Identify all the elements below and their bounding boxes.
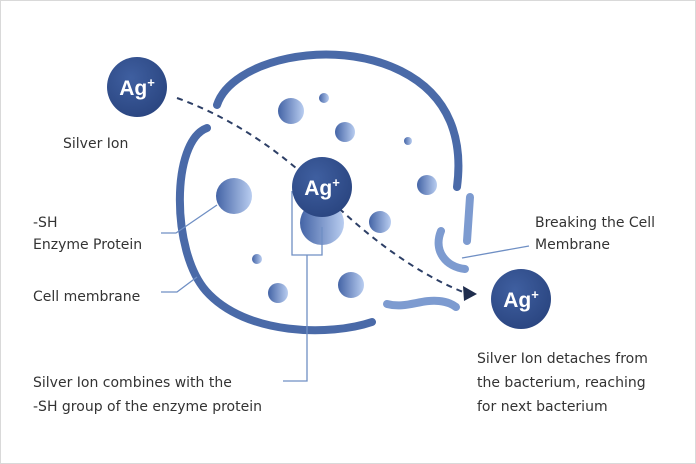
label-sh: -SH xyxy=(33,215,58,231)
membrane-fragment xyxy=(463,193,474,245)
particle xyxy=(319,93,329,103)
sh-enzyme-protein xyxy=(216,178,252,214)
label-combines-2: -SH group of the enzyme protein xyxy=(33,399,262,415)
label-breaking-1: Breaking the Cell xyxy=(535,215,656,231)
particle xyxy=(268,283,288,303)
silver-ion-detached: Ag+ xyxy=(491,269,551,329)
label-breaking-2: Membrane xyxy=(535,237,611,253)
particle xyxy=(417,175,437,195)
leader-sh xyxy=(161,204,218,234)
silver-ion-outside: Ag+ xyxy=(107,57,167,117)
ion-path-dashed xyxy=(176,97,464,293)
label-detaches-2: the bacterium, reaching xyxy=(477,375,646,391)
arrowhead-icon xyxy=(463,286,477,301)
bracket-combines xyxy=(283,191,323,382)
particle xyxy=(369,211,391,233)
label-detaches-3: for next bacterium xyxy=(477,399,608,415)
leader-lines xyxy=(161,191,530,382)
particle xyxy=(338,272,364,298)
particle xyxy=(335,122,355,142)
label-combines-1: Silver Ion combines with the xyxy=(33,375,232,391)
cell-membrane-lower-arc xyxy=(175,124,376,335)
particle xyxy=(278,98,304,124)
membrane-fragment xyxy=(383,296,460,311)
label-silver-ion: Silver Ion xyxy=(63,136,129,152)
leader-membrane xyxy=(161,276,198,293)
leader-breaking xyxy=(461,245,530,259)
label-detaches-1: Silver Ion detaches from xyxy=(477,351,648,367)
label-cell-membrane: Cell membrane xyxy=(33,289,141,305)
svg-text:Ag+: Ag+ xyxy=(503,287,539,312)
silver-ion-bound: Ag+ xyxy=(292,157,352,217)
svg-text:Ag+: Ag+ xyxy=(304,175,340,200)
label-enzyme-protein: Enzyme Protein xyxy=(33,237,143,253)
membrane-fragment xyxy=(434,227,469,273)
particle xyxy=(404,137,412,145)
cell-membrane-upper-arc xyxy=(213,50,463,191)
svg-text:Ag+: Ag+ xyxy=(119,75,155,100)
particle xyxy=(252,254,262,264)
